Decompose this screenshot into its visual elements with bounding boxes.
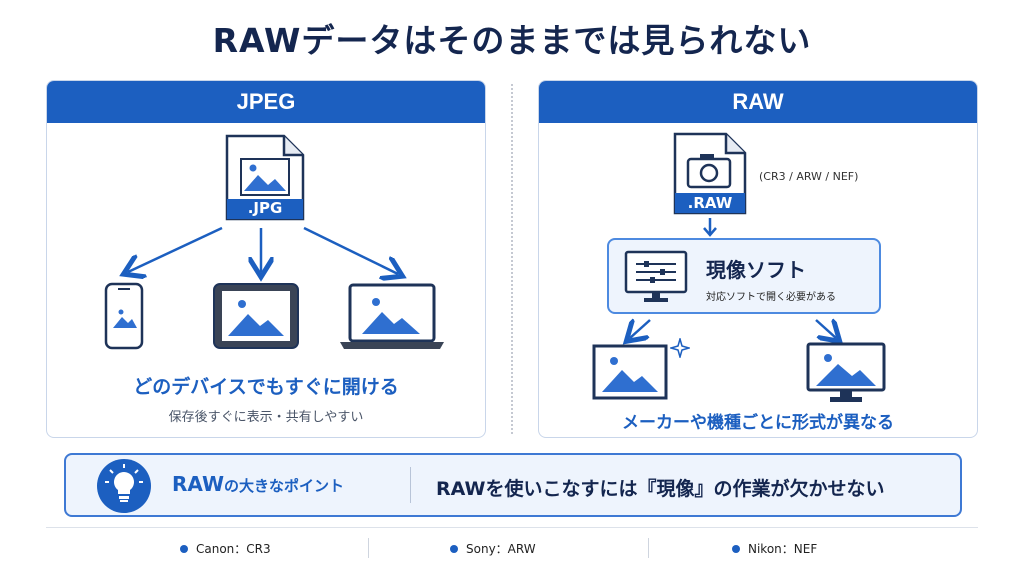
bullet-dot	[180, 544, 188, 553]
page-title: RAWデータはそのままでは見られない	[212, 21, 812, 60]
jpeg-subtext: 保存後すぐに表示・共有しやすい	[168, 410, 364, 425]
point-message: RAWを使いこなすには『現像』の作業が欠かせない	[436, 478, 885, 500]
footer-rule	[46, 527, 978, 528]
monitor-icon	[806, 342, 886, 402]
raw-tagline: メーカーや機種ごとに形式が異なる	[622, 413, 894, 433]
point-label-suffix: の大きなポイント	[224, 477, 345, 495]
raw-file-icon	[673, 132, 747, 215]
bullet-dot	[732, 544, 740, 553]
jpeg-panel-header: JPEG	[47, 81, 485, 123]
raw-panel-header: RAW	[539, 81, 977, 123]
panel-divider	[511, 84, 513, 434]
raw-down-arrow	[703, 218, 717, 237]
display-frame-icon	[592, 344, 668, 400]
jpg-file-label: .JPG	[247, 199, 283, 217]
lightbulb-icon	[97, 459, 151, 513]
point-box	[64, 453, 962, 517]
software-title: 現像ソフト	[706, 258, 806, 282]
footer-separator	[368, 538, 369, 558]
footer-text: Nikon：NEF	[748, 542, 818, 556]
point-separator	[410, 467, 411, 503]
jpg-file-icon	[225, 134, 305, 221]
point-label-prefix: RAW	[172, 472, 225, 496]
point-label: RAWの大きなポイント	[172, 472, 344, 496]
footer-item-nikon: Nikon：NEF	[732, 540, 817, 557]
jpeg-arrows	[100, 226, 430, 288]
footer-text: Canon：CR3	[196, 542, 271, 556]
jpeg-tagline: どのデバイスでもすぐに開ける	[133, 376, 399, 398]
raw-file-label: .RAW	[687, 194, 733, 212]
raw-branch-arrows	[620, 316, 850, 346]
footer-item-canon: Canon：CR3	[180, 540, 271, 557]
raw-formats-text: (CR3 / ARW / NEF)	[759, 170, 859, 183]
software-monitor-icon	[624, 250, 688, 302]
phone-icon	[104, 282, 144, 350]
tablet-icon	[213, 283, 299, 349]
footer-separator	[648, 538, 649, 558]
sparkle-icon	[670, 338, 690, 358]
footer-text: Sony：ARW	[466, 542, 536, 556]
bullet-dot	[450, 544, 458, 553]
footer-item-sony: Sony：ARW	[450, 540, 536, 557]
software-subtext: 対応ソフトで開く必要がある	[706, 292, 836, 303]
laptop-icon	[340, 283, 444, 349]
